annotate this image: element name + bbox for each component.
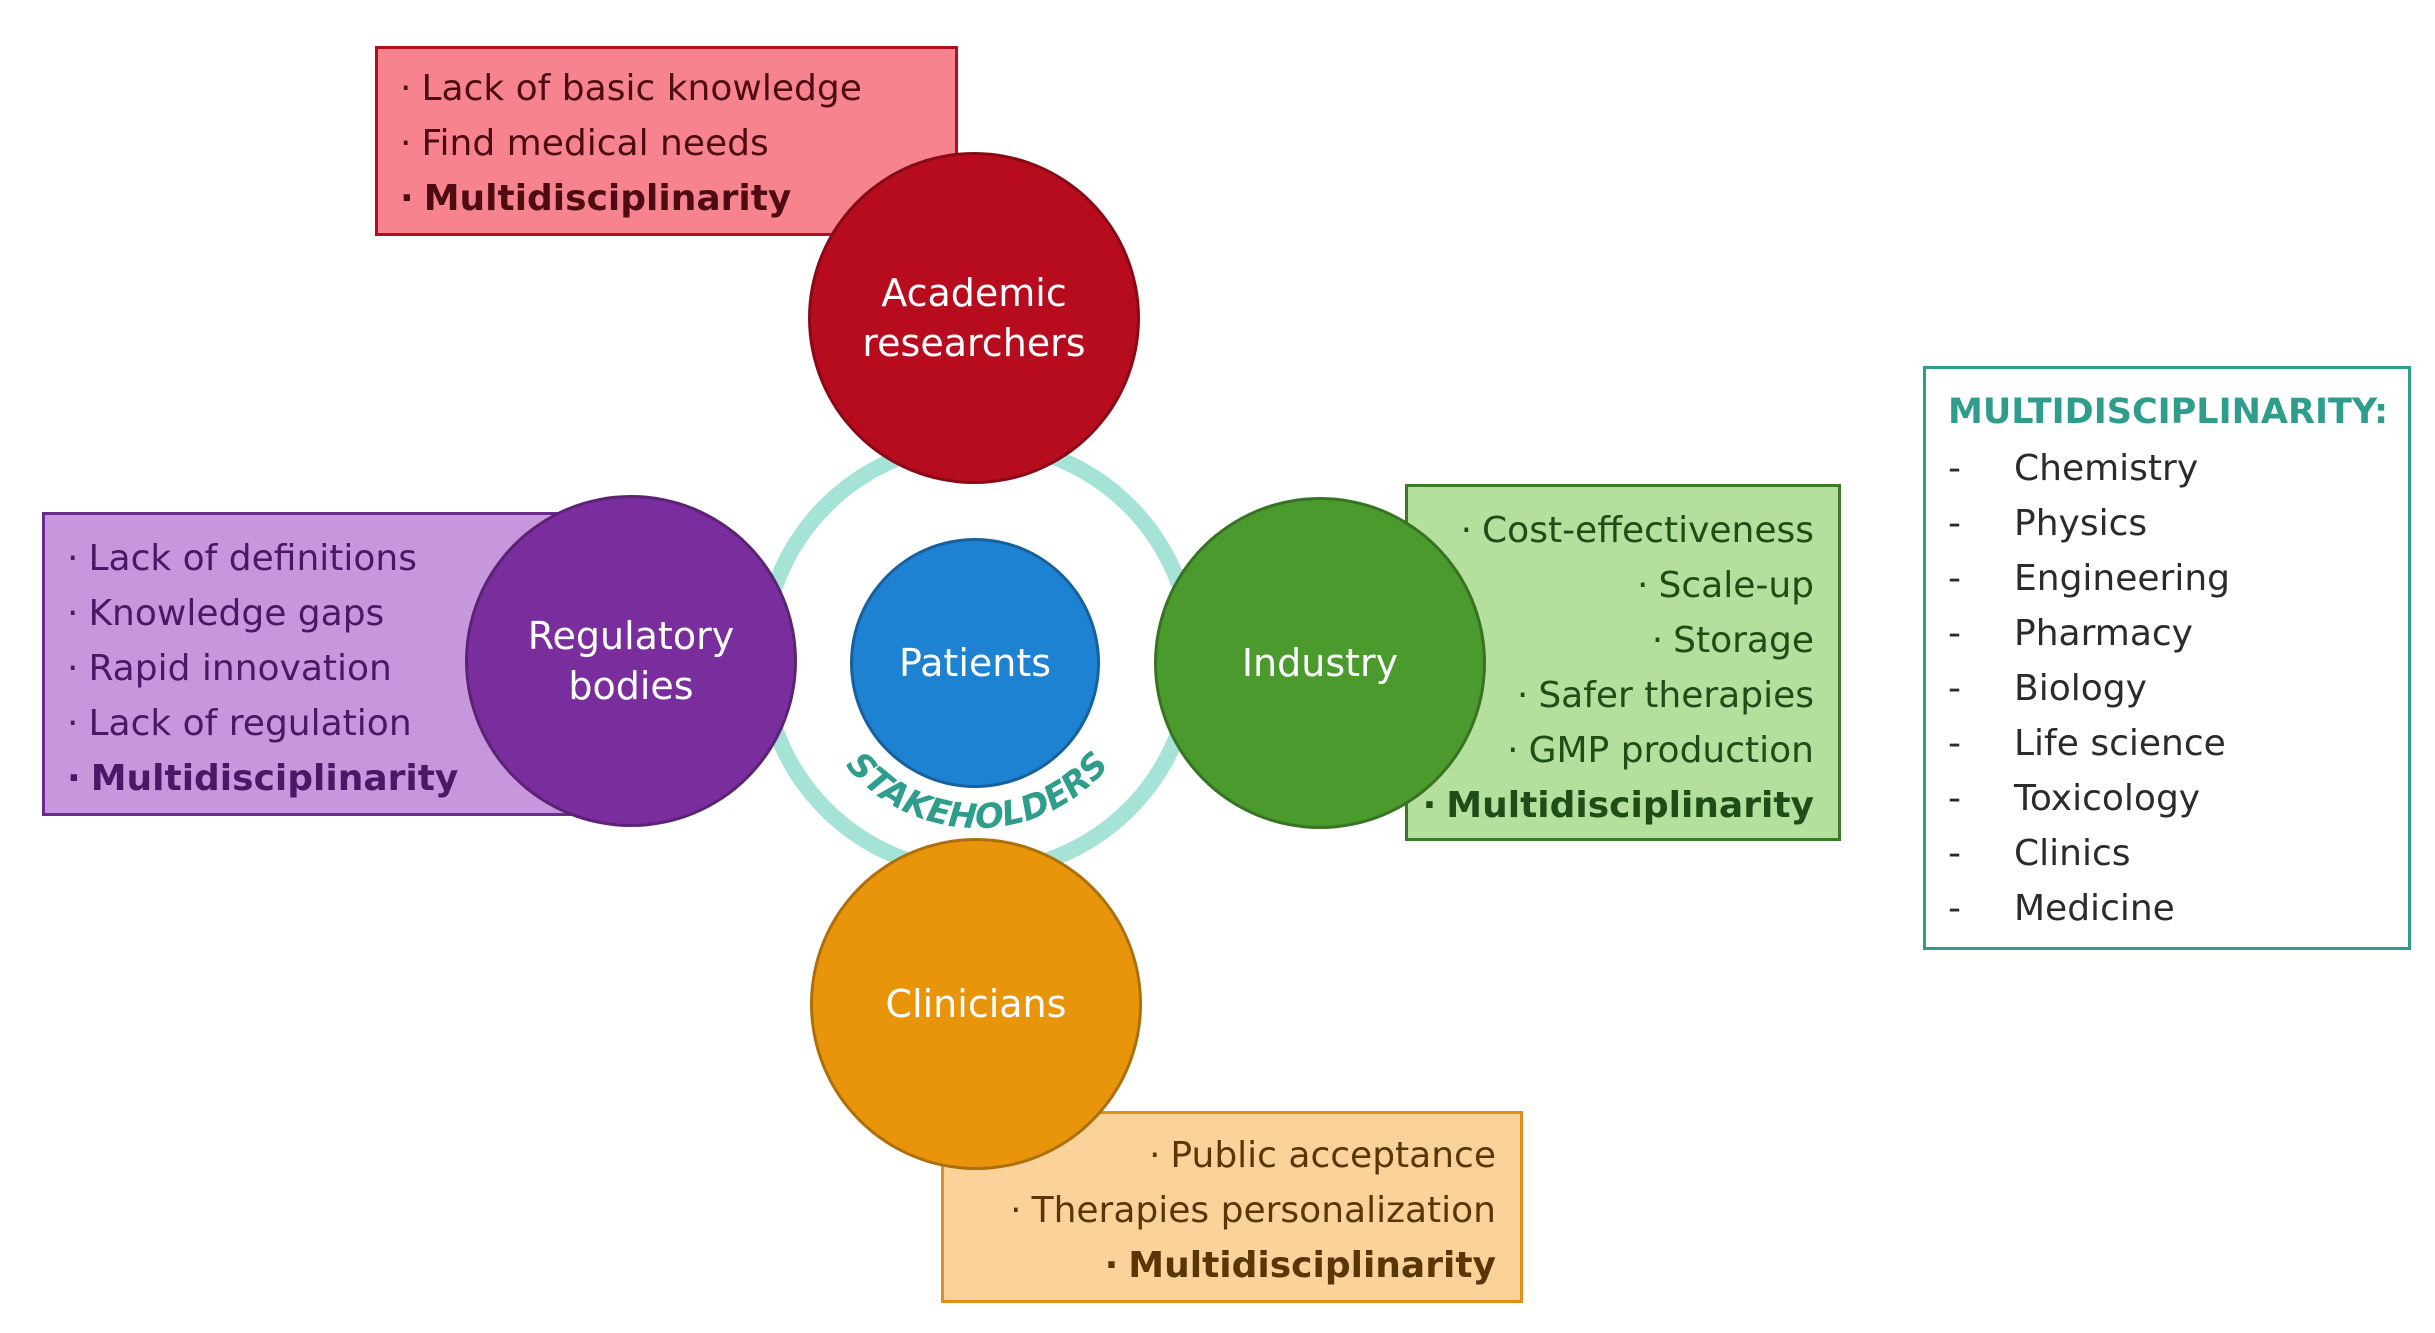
list-item-text: Multidisciplinarity (1446, 785, 1814, 826)
bullet-glyph: · (1637, 565, 1649, 606)
list-item: - Engineering (1948, 551, 2408, 606)
patients-label: Patients (898, 641, 1052, 685)
list-item: - Chemistry (1948, 441, 2408, 496)
list-item-text: Clinics (2014, 833, 2131, 874)
list-item: ·Lack of definitions (67, 531, 619, 586)
list-item: ·Find medical needs (400, 116, 955, 171)
bullet-glyph: · (67, 703, 79, 744)
list-item: - Pharmacy (1948, 606, 2408, 661)
dash-glyph: - (1948, 833, 1961, 874)
list-item: ·Storage (1408, 613, 1814, 668)
list-item-text: Lack of definitions (88, 538, 418, 579)
list-item: ·Safer therapies (1408, 668, 1814, 723)
list-item-text: Safer therapies (1538, 675, 1814, 716)
bullet-glyph: · (67, 593, 79, 634)
bullet-glyph: · (1148, 1135, 1161, 1176)
multidisciplinarity-panel: MULTIDISCIPLINARITY: -Chemistry-Physics-… (1923, 366, 2411, 950)
list-item: ·Multidisciplinarity (400, 171, 955, 226)
list-item-text: Public acceptance (1170, 1135, 1496, 1176)
bullet-glyph: · (1104, 1245, 1119, 1286)
list-item: - Biology (1948, 661, 2408, 716)
list-item-text: Multidisciplinarity (90, 758, 459, 799)
list-item: - Medicine (1948, 881, 2408, 936)
bullet-glyph: · (1010, 1190, 1022, 1231)
bullet-glyph: · (67, 648, 79, 689)
regulatory-bodies-circle: Regulatory bodies (465, 495, 797, 827)
dash-glyph: - (1948, 613, 1961, 654)
list-item: ·Scale-up (1408, 558, 1814, 613)
list-item-text: Lack of regulation (88, 703, 412, 744)
dash-glyph: - (1948, 723, 1961, 764)
academic-challenges-box: ·Lack of basic knowledge·Find medical ne… (375, 46, 958, 236)
list-item: ·Multidisciplinarity (944, 1238, 1496, 1293)
list-item-text: Biology (2014, 668, 2147, 709)
bullet-glyph: · (1516, 675, 1529, 716)
bullet-glyph: · (1422, 785, 1437, 826)
list-item-text: Therapies personalization (1031, 1190, 1496, 1231)
industry-points: ·Cost-effectiveness·Scale-up·Storage·Saf… (1408, 503, 1814, 833)
bullet-glyph: · (400, 123, 412, 164)
list-item: ·Lack of basic knowledge (400, 61, 955, 116)
bullet-glyph: · (1460, 510, 1473, 551)
clinicians-label: Clinicians (885, 982, 1067, 1026)
list-item-text: Medicine (2014, 888, 2175, 929)
list-item: - Toxicology (1948, 771, 2408, 826)
dash-glyph: - (1948, 448, 1961, 489)
list-item: ·Public acceptance (944, 1128, 1496, 1183)
list-item-text: Pharmacy (2014, 613, 2193, 654)
bullet-glyph: · (400, 178, 414, 219)
bullet-glyph: · (1651, 620, 1664, 661)
academic-points: ·Lack of basic knowledge·Find medical ne… (400, 61, 955, 226)
list-item-text: Multidisciplinarity (1128, 1245, 1496, 1286)
bullet-glyph: · (400, 68, 412, 109)
list-item: ·Rapid innovation (67, 641, 619, 696)
regulatory-bodies-label: Regulatory bodies (527, 614, 735, 708)
bullet-glyph: · (1507, 730, 1519, 771)
list-item-text: Cost-effectiveness (1482, 510, 1814, 551)
list-item: ·Cost-effectiveness (1408, 503, 1814, 558)
industry-circle: Industry (1154, 497, 1486, 829)
dash-glyph: - (1948, 503, 1961, 544)
multidisciplinarity-title: MULTIDISCIPLINARITY: (1948, 392, 2389, 432)
list-item: ·Multidisciplinarity (1408, 778, 1814, 833)
list-item: ·GMP production (1408, 723, 1814, 778)
bullet-glyph: · (67, 538, 79, 579)
list-item-text: Find medical needs (421, 123, 769, 164)
list-item-text: Life science (2014, 723, 2226, 764)
list-item: ·Multidisciplinarity (67, 751, 619, 806)
dash-glyph: - (1948, 668, 1961, 709)
dash-glyph: - (1948, 778, 1961, 819)
academic-researchers-circle: Academic researchers (808, 152, 1140, 484)
list-item-text: Engineering (2014, 558, 2230, 599)
list-item-text: Physics (2014, 503, 2148, 544)
academic-researchers-label: Academic researchers (862, 271, 1086, 365)
list-item-text: Chemistry (2014, 448, 2199, 489)
list-item-text: Lack of basic knowledge (421, 68, 862, 109)
list-item-text: Scale-up (1658, 565, 1814, 606)
list-item: - Life science (1948, 716, 2408, 771)
clinicians-circle: Clinicians (810, 838, 1142, 1170)
industry-challenges-box: ·Cost-effectiveness·Scale-up·Storage·Saf… (1405, 484, 1841, 841)
list-item-text: Storage (1673, 620, 1814, 661)
dash-glyph: - (1948, 558, 1961, 599)
industry-label: Industry (1241, 641, 1399, 685)
list-item: ·Therapies personalization (944, 1183, 1496, 1238)
list-item: ·Knowledge gaps (67, 586, 619, 641)
patients-circle: Patients (850, 538, 1100, 788)
list-item: - Clinics (1948, 826, 2408, 881)
regulatory-points: ·Lack of definitions·Knowledge gaps·Rapi… (67, 531, 619, 806)
list-item-text: GMP production (1528, 730, 1814, 771)
bullet-glyph: · (67, 758, 81, 799)
list-item: ·Lack of regulation (67, 696, 619, 751)
list-item-text: Rapid innovation (88, 648, 392, 689)
list-item-text: Toxicology (2014, 778, 2201, 819)
clinicians-points: ·Public acceptance·Therapies personaliza… (944, 1128, 1496, 1293)
multidisciplinarity-list: -Chemistry-Physics-Engineering-Pharmacy-… (1948, 441, 2408, 936)
list-item-text: Multidisciplinarity (423, 178, 792, 219)
list-item: - Physics (1948, 496, 2408, 551)
list-item-text: Knowledge gaps (88, 593, 385, 634)
dash-glyph: - (1948, 888, 1961, 929)
